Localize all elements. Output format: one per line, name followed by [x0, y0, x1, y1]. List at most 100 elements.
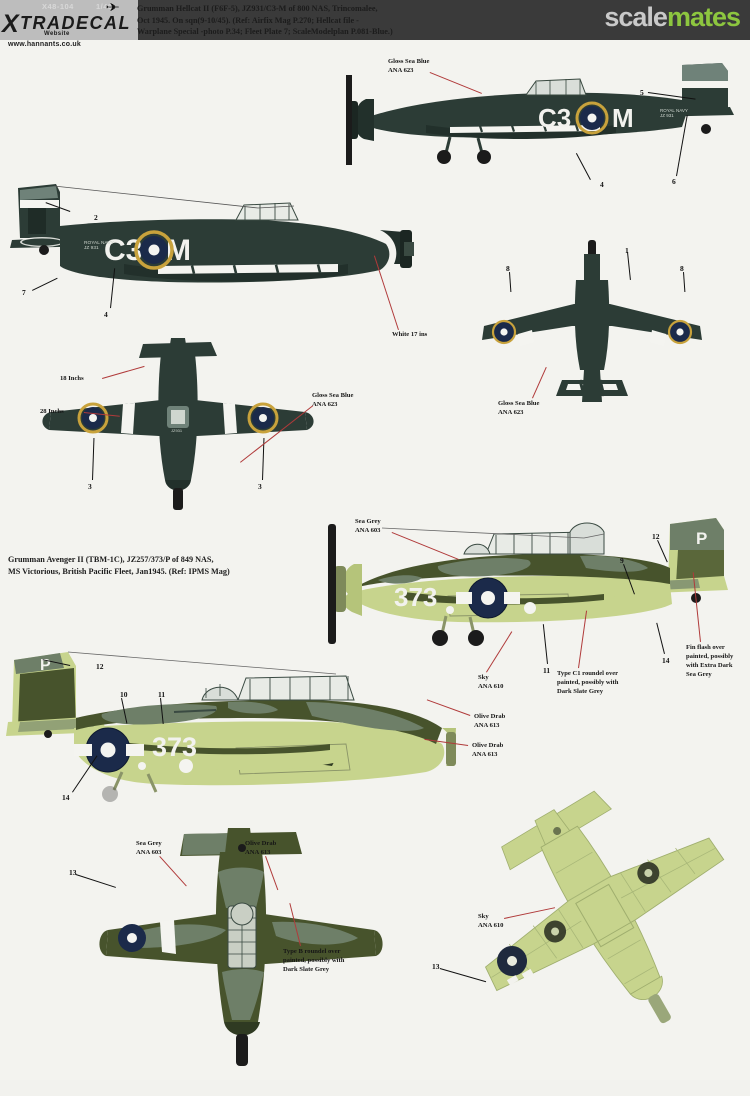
- callout-14-upper: 14: [662, 656, 670, 665]
- svg-text:P: P: [40, 657, 51, 674]
- callout-11-upper: 11: [543, 666, 551, 675]
- svg-text:C3: C3: [538, 103, 571, 133]
- sea-grey-name-2: Sea Grey: [136, 840, 162, 847]
- hellcat-plan-view: JZ931: [35, 330, 325, 515]
- olive-code-2: ANA 613: [472, 750, 498, 758]
- callout-1: 1: [625, 246, 629, 255]
- gsb-code-1: ANA 623: [388, 66, 414, 74]
- label-18-inchs: 18 Inchs: [60, 375, 84, 384]
- svg-text:JZ 931: JZ 931: [84, 245, 99, 251]
- callout-14-lower: 14: [62, 793, 70, 802]
- svg-text:P: P: [696, 529, 707, 548]
- sea-grey-name-1: Sea Grey: [355, 518, 381, 525]
- avenger-caption: Grumman Avenger II (TBM-1C), JZ257/373/P…: [8, 554, 308, 578]
- gsb-name-1: Gloss Sea Blue: [388, 58, 430, 65]
- label-gloss-sea-blue-plan: Gloss Sea Blue ANA 623: [312, 392, 353, 410]
- olive-code-3: ANA 613: [245, 848, 271, 856]
- hellcat-caption: Grumman Hellcat II (F6F-5), JZ931/C3-M o…: [137, 3, 467, 38]
- label-gloss-sea-blue-top: Gloss Sea Blue ANA 623: [388, 58, 429, 76]
- callout-8-left: 8: [506, 264, 510, 273]
- olive-name-2: Olive Drab: [472, 742, 504, 749]
- hellcat-caption-line-2: Oct 1945. On sqn(9-10/45). (Ref: Airfix …: [137, 15, 359, 25]
- sky-name-2: Sky: [478, 913, 489, 920]
- callout-12-lower: 12: [96, 662, 104, 671]
- svg-text:373: 373: [394, 582, 437, 612]
- sea-grey-code-2: ANA 603: [136, 848, 162, 856]
- olive-name-3: Olive Drab: [245, 840, 277, 847]
- gsb-name-2: Gloss Sea Blue: [312, 392, 354, 399]
- callout-7: 7: [22, 288, 26, 297]
- gsb-name-3: Gloss Sea Blue: [498, 400, 540, 407]
- svg-text:ROYAL NAVY: ROYAL NAVY: [660, 108, 688, 113]
- fin-flash-text: Fin flash over painted, possibly with Ex…: [686, 644, 734, 678]
- callout-13-plan2: 13: [432, 962, 440, 971]
- sky-code-1: ANA 610: [478, 682, 504, 690]
- callout-4-side: 4: [104, 310, 108, 319]
- svg-text:ROYAL NAVY: ROYAL NAVY: [84, 240, 115, 246]
- watermark-part-2: mates: [666, 2, 741, 32]
- hellcat-profile-right: C3 M ROYAL NAVY JZ 931: [330, 55, 750, 185]
- logo-subtext: Website: [44, 31, 70, 37]
- callout-4-top: 4: [600, 180, 604, 189]
- avenger-plan-view: [96, 822, 386, 1072]
- note-type-b: Type B roundel over painted, possibly wi…: [283, 948, 357, 975]
- note-fin-flash: Fin flash over painted, possibly with Ex…: [686, 644, 744, 680]
- label-sea-grey-upper: Sea Grey ANA 603: [355, 518, 381, 536]
- callout-10: 10: [120, 690, 128, 699]
- label-sea-grey-plan: Sea Grey ANA 603: [136, 840, 162, 858]
- label-olive-drab-lower: Olive Drab ANA 613: [472, 742, 503, 760]
- website-url: www.hannants.co.uk: [8, 41, 81, 48]
- olive-code-1: ANA 613: [474, 721, 500, 729]
- sky-name-1: Sky: [478, 674, 489, 681]
- logo-x-mark: X: [2, 10, 19, 38]
- callout-6: 6: [672, 177, 676, 186]
- type-b-text: Type B roundel over painted, possibly wi…: [283, 948, 345, 973]
- callout-9: 9: [620, 556, 624, 565]
- label-sky-plan: Sky ANA 610: [478, 913, 503, 931]
- callout-3-left: 3: [88, 482, 92, 491]
- callout-2: 2: [94, 213, 98, 222]
- avenger-caption-line-1: Grumman Avenger II (TBM-1C), JZ257/373/P…: [8, 555, 214, 564]
- label-white-17: White 17 ins: [392, 331, 440, 340]
- sea-grey-code-1: ANA 603: [355, 526, 381, 534]
- svg-text:373: 373: [152, 732, 197, 762]
- watermark-part-1: scale: [604, 2, 668, 32]
- scalemates-watermark: scalemates: [604, 2, 741, 32]
- gsb-code-3: ANA 623: [498, 408, 524, 416]
- sky-code-2: ANA 610: [478, 921, 504, 929]
- label-olive-drab-upper: Olive Drab ANA 613: [474, 713, 505, 731]
- callout-8-right: 8: [680, 264, 684, 273]
- callout-13-plan: 13: [69, 868, 77, 877]
- hellcat-profile-left: C3 M ROYAL NAVY JZ 931: [8, 178, 418, 318]
- avenger-caption-line-2: MS Victorious, British Pacific Fleet, Ja…: [8, 566, 230, 576]
- callout-3-right: 3: [258, 482, 262, 491]
- label-sky-upper: Sky ANA 610: [478, 674, 503, 692]
- label-olive-drab-plan: Olive Drab ANA 613: [245, 840, 276, 858]
- svg-text:JZ 931: JZ 931: [660, 113, 674, 118]
- inch-28-text: 28 Inchs: [40, 408, 64, 415]
- svg-text:JZ931: JZ931: [171, 428, 183, 433]
- logo-wordmark: TRADECAL: [20, 13, 131, 33]
- xtradecal-logo: X TRADECAL X48-104 1/48 ✈ Website: [0, 0, 138, 40]
- label-gloss-sea-blue-front: Gloss Sea Blue ANA 623: [498, 400, 539, 418]
- callout-11-lower: 11: [158, 690, 166, 699]
- product-scale: 1/48: [96, 2, 113, 11]
- note-type-c1: Type C1 roundel over painted, possibly w…: [557, 670, 623, 697]
- avenger-profile-lower: P: [6, 648, 456, 808]
- hellcat-caption-line-3: Warplane Special -photo P.34; Fleet Plat…: [137, 27, 393, 37]
- airplane-icon: ✈: [105, 2, 120, 14]
- avenger-profile-upper: P: [318, 510, 738, 670]
- gsb-code-2: ANA 623: [312, 400, 338, 408]
- olive-name-1: Olive Drab: [474, 713, 506, 720]
- type-c1-text: Type C1 roundel over painted, possibly w…: [557, 670, 619, 695]
- white-17-text: White 17 ins: [392, 331, 428, 338]
- callout-5: 5: [640, 88, 644, 97]
- header-bar: X TRADECAL X48-104 1/48 ✈ Website Grumma…: [0, 0, 750, 40]
- callout-12-upper: 12: [652, 532, 660, 541]
- hellcat-front-view: [478, 230, 708, 420]
- product-code: X48-104: [42, 2, 74, 11]
- avenger-underside-plan: [426, 744, 750, 1096]
- hellcat-caption-line-1: Grumman Hellcat II (F6F-5), JZ931/C3-M o…: [137, 4, 378, 13]
- inch-18-text: 18 Inchs: [60, 375, 84, 382]
